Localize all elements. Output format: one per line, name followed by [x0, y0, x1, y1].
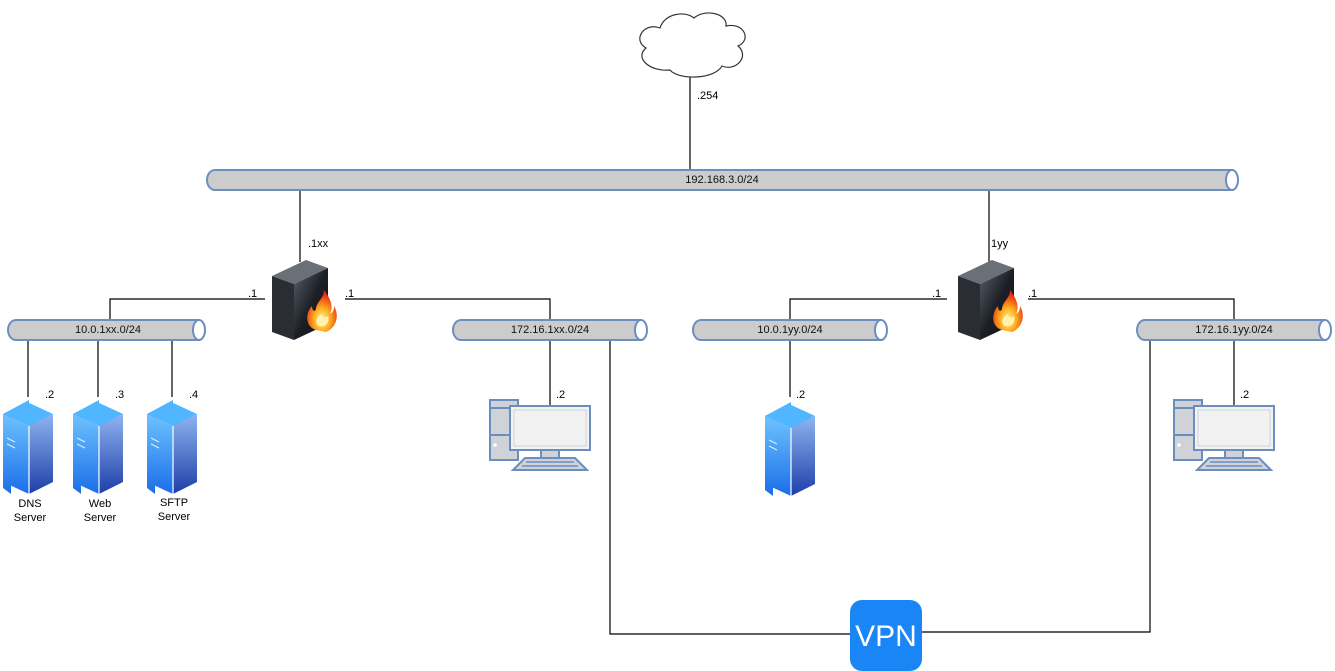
sftp-label: SFTP	[160, 497, 188, 509]
cloud-ip-label: .254	[697, 90, 718, 102]
sftp-ip: .4	[189, 389, 198, 401]
wan-network	[206, 169, 1239, 191]
fw-xx-dmz-ip: .1	[345, 288, 354, 300]
workstation-icon	[489, 399, 591, 471]
vpn-label: VPN	[855, 620, 917, 653]
link-fw-yy-dmz	[1028, 298, 1235, 320]
fw-xx-lan-ip: .1	[248, 288, 257, 300]
sftp-label-2: Server	[158, 511, 191, 523]
network-172-yy	[1136, 319, 1332, 341]
web-label: Web	[89, 498, 111, 510]
subnet-label: 172.16.1xx.0/24	[511, 324, 589, 336]
dns-ip: .2	[45, 389, 54, 401]
fw-xx-wan-ip: .1xx	[308, 238, 329, 250]
subnet-label: 172.16.1yy.0/24	[1195, 324, 1272, 336]
dns-label-2: Server	[14, 512, 47, 524]
fw-yy-lan-ip: .1	[932, 288, 941, 300]
link-vpn-yy	[922, 340, 1151, 633]
ws-xx-ip: .2	[556, 389, 565, 401]
internet-cloud	[639, 12, 746, 78]
dns-label: DNS	[18, 498, 41, 510]
vpn-icon	[850, 600, 922, 671]
network-10-xx	[7, 319, 206, 341]
vpn-node: VPN	[850, 600, 922, 671]
network-10-yy	[692, 319, 888, 341]
web-label-2: Server	[84, 512, 117, 524]
subnet-label: 10.0.1xx.0/24	[75, 324, 141, 336]
link-fw-yy-lan	[789, 298, 947, 320]
fw-yy-dmz-ip: .1	[1028, 288, 1037, 300]
server-icon	[2, 399, 54, 495]
server-icon	[72, 399, 124, 495]
wan-subnet-label: 192.168.3.0/24	[685, 174, 758, 186]
cloud-icon	[639, 12, 746, 78]
network-172-xx	[452, 319, 648, 341]
links	[27, 77, 1235, 635]
link-fw-xx-dmz	[345, 298, 551, 320]
subnet-label: 10.0.1yy.0/24	[757, 324, 822, 336]
ws-yy-ip: .2	[1240, 389, 1249, 401]
server-icon	[764, 401, 816, 497]
fw-yy-wan-ip: 1yy	[991, 238, 1009, 250]
firewall-icon	[958, 260, 1023, 340]
web-ip: .3	[115, 389, 124, 401]
workstation-icon	[1173, 399, 1275, 471]
server-icon	[146, 399, 198, 495]
firewall-icon	[272, 260, 337, 340]
server-yy-ip: .2	[796, 389, 805, 401]
link-vpn-xx	[609, 340, 850, 635]
link-fw-xx-lan	[109, 298, 265, 320]
